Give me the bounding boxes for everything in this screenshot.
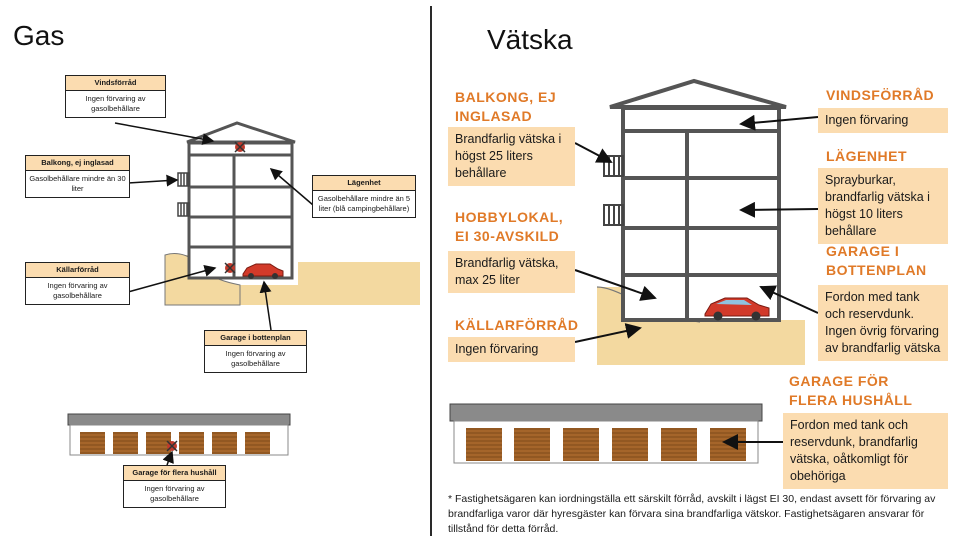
no-gas-symbol-basement	[224, 262, 236, 274]
gas-lagenhet-text: Gasolbehållare mindre än 5 liter (blå ca…	[317, 194, 411, 213]
gas-garage-bottenplan-text: Ingen förvaring av gasolbehållare	[225, 349, 286, 368]
gas-balcony-railing	[177, 172, 190, 217]
gas-kallarforrad-text: Ingen förvaring av gasolbehållare	[47, 281, 108, 300]
liquid-vindsforrad-title: VINDSFÖRRÅD	[826, 87, 935, 103]
liquid-car-icon	[704, 297, 770, 321]
liquid-lagenhet-text: Sprayburkar, brandfarlig vätska i högst …	[818, 168, 948, 244]
gas-arrows	[114, 122, 314, 466]
liquid-hobbylokal-title: HOBBYLOKAL, EI 30-AVSKILD	[455, 209, 564, 244]
liquid-garage-flera-text: Fordon med tank och reservdunk, brandfar…	[783, 413, 948, 489]
gas-garage-row	[67, 413, 291, 456]
liquid-garage-bottenplan-text: Fordon med tank och reservdunk. Ingen öv…	[818, 285, 948, 361]
gas-garage-flera-box: Garage för flera hushåll Ingen förvaring…	[123, 465, 226, 508]
liquid-garage-row	[449, 403, 763, 464]
gas-heading: Gas	[13, 20, 65, 51]
gas-vindsforrad-title: Vindsförråd	[66, 76, 165, 91]
liquid-hobbylokal-text: Brandfarlig vätska, max 25 liter	[448, 251, 575, 293]
gas-building	[164, 121, 420, 306]
liquid-building	[596, 78, 805, 365]
no-gas-symbol-attic	[234, 141, 246, 153]
gas-lagenhet-title: Lägenhet	[313, 176, 415, 191]
gas-vindsforrad-box: Vindsförråd Ingen förvaring av gasolbehå…	[65, 75, 166, 118]
footnote: * Fastighetsägaren kan iordningställa et…	[448, 493, 936, 535]
gas-balkong-box: Balkong, ej inglasad Gasolbehållare mind…	[25, 155, 130, 198]
gas-balkong-text: Gasolbehållare mindre än 30 liter	[29, 174, 126, 193]
gas-lagenhet-box: Lägenhet Gasolbehållare mindre än 5 lite…	[312, 175, 416, 218]
gas-garage-bottenplan-title: Garage i bottenplan	[205, 331, 306, 346]
liquid-arrows	[574, 114, 819, 450]
gas-kallarforrad-title: Källarförråd	[26, 263, 129, 278]
gas-balkong-title: Balkong, ej inglasad	[26, 156, 129, 171]
liquid-garage-bottenplan-title: GARAGE I BOTTENPLAN	[826, 243, 927, 278]
gas-garage-flera-title: Garage för flera hushåll	[124, 466, 225, 481]
gas-garage-bottenplan-box: Garage i bottenplan Ingen förvaring av g…	[204, 330, 307, 373]
liquid-lagenhet-title: LÄGENHET	[826, 148, 907, 164]
liquid-garage-flera-title: GARAGE FÖR FLERA HUSHÅLL	[789, 373, 913, 408]
gas-garage-flera-text: Ingen förvaring av gasolbehållare	[144, 484, 205, 503]
liquid-balkong-text: Brandfarlig vätska i högst 25 liters beh…	[448, 127, 575, 186]
liquid-kallarforrad-text: Ingen förvaring	[448, 337, 575, 362]
column-divider	[430, 6, 432, 536]
gas-vindsforrad-text: Ingen förvaring av gasolbehållare	[85, 94, 146, 113]
liquid-heading: Vätska	[487, 24, 573, 55]
no-gas-symbol-garage	[166, 440, 178, 452]
liquid-balcony-railing	[603, 155, 624, 226]
gas-kallarforrad-box: Källarförråd Ingen förvaring av gasolbeh…	[25, 262, 130, 305]
liquid-kallarforrad-title: KÄLLARFÖRRÅD	[455, 317, 579, 333]
liquid-balkong-title: BALKONG, EJ INGLASAD	[455, 89, 557, 124]
gas-car-icon	[242, 263, 284, 279]
liquid-vindsforrad-text: Ingen förvaring	[818, 108, 948, 133]
